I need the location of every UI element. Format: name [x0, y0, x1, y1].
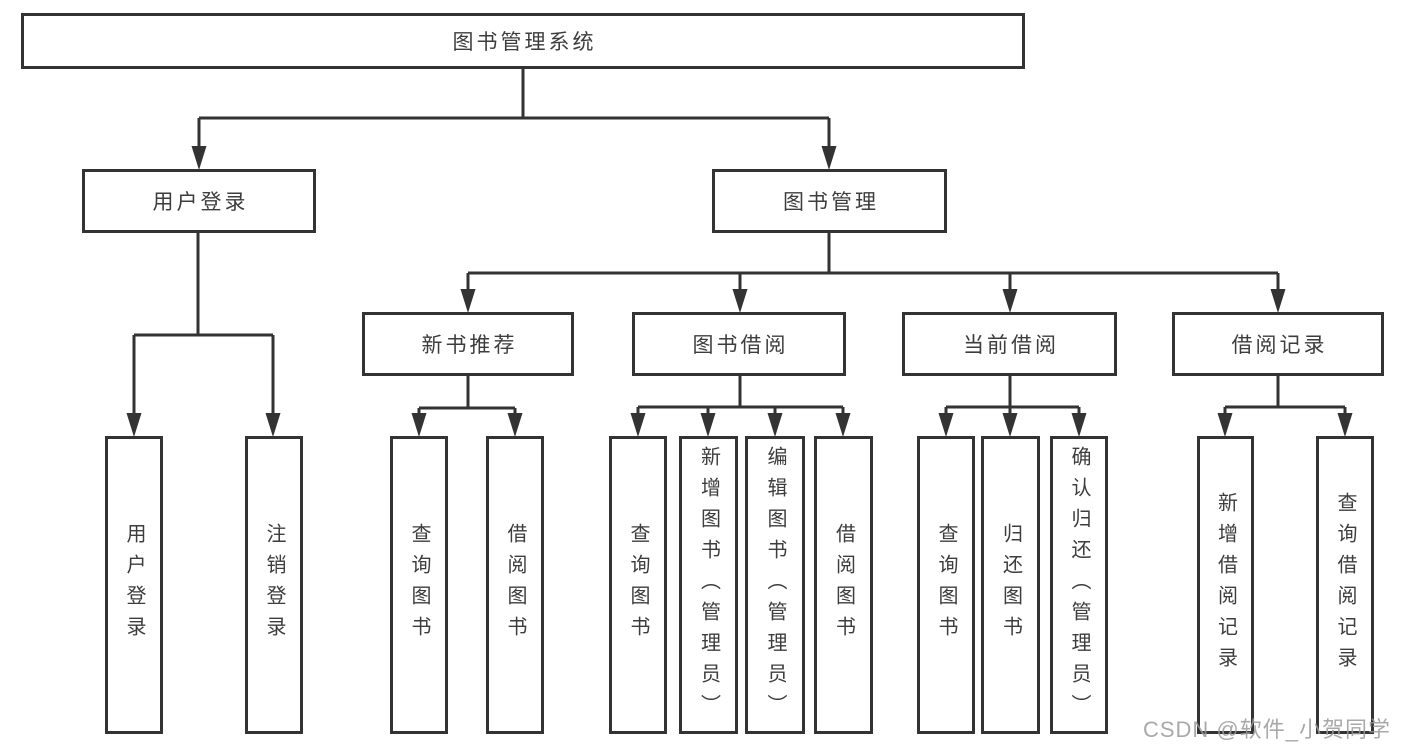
node-borrowing-records: 借阅记录: [1172, 312, 1384, 376]
node-new-book-recommend: 新书推荐: [362, 312, 574, 376]
leaf-add-book-admin: 新增图书（管理员）: [679, 436, 738, 734]
leaf-logout: 注销登录: [245, 436, 303, 734]
leaf-confirm-return-admin: 确认归还（管理员）: [1050, 436, 1108, 734]
leaf-query-borrow-record: 查询借阅记录: [1316, 436, 1374, 734]
leaf-label: 编辑图书（管理员）: [764, 445, 786, 725]
node-label: 图书借阅: [692, 334, 789, 357]
leaf-label: 查询图书: [408, 523, 430, 647]
node-current-borrowing: 当前借阅: [902, 312, 1117, 376]
leaf-label: 注销登录: [263, 523, 285, 647]
leaf-recommend-borrow-books: 借阅图书: [486, 436, 544, 734]
leaf-current-query-books: 查询图书: [917, 436, 975, 734]
leaf-add-borrow-record: 新增借阅记录: [1197, 436, 1254, 734]
node-label: 借阅记录: [1231, 334, 1328, 357]
leaf-borrowing-query-books: 查询图书: [609, 436, 667, 734]
node-label: 图书管理: [783, 191, 879, 214]
leaf-label: 用户登录: [123, 523, 145, 647]
node-book-borrowing: 图书借阅: [632, 312, 846, 376]
leaf-borrowing-borrow-books: 借阅图书: [814, 436, 873, 734]
leaf-user-login: 用户登录: [105, 436, 163, 734]
node-label: 当前借阅: [963, 334, 1059, 357]
node-book-management-system: 图书管理系统: [21, 13, 1025, 69]
leaf-label: 确认归还（管理员）: [1068, 445, 1090, 725]
leaf-label: 归还图书: [999, 523, 1022, 647]
node-label: 新书推荐: [421, 334, 518, 357]
leaf-label: 查询图书: [935, 523, 957, 647]
leaf-edit-book-admin: 编辑图书（管理员）: [745, 436, 805, 734]
csdn-watermark: CSDN @软件_小贺同学: [1142, 717, 1391, 742]
leaf-label: 新增图书（管理员）: [697, 445, 720, 725]
node-book-management: 图书管理: [712, 169, 947, 233]
arrowhead-icons: [126, 146, 1353, 437]
node-label: 图书管理系统: [452, 31, 597, 54]
leaf-label: 借阅图书: [504, 523, 526, 647]
leaf-label: 查询借阅记录: [1334, 492, 1356, 678]
leaf-recommend-query-books: 查询图书: [390, 436, 448, 734]
leaf-label: 查询图书: [627, 523, 649, 647]
leaf-label: 借阅图书: [832, 523, 855, 647]
leaf-return-books: 归还图书: [981, 436, 1040, 734]
node-user-login: 用户登录: [82, 169, 316, 233]
leaf-label: 新增借阅记录: [1214, 492, 1237, 678]
node-label: 用户登录: [152, 191, 249, 214]
